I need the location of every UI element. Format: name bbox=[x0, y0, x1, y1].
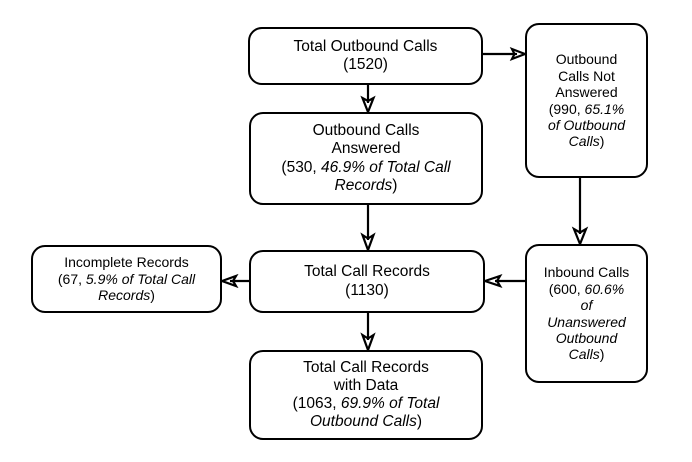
node-total-call-records-with-data-line2: with Data bbox=[333, 376, 399, 394]
edge-outbound-to-answered bbox=[360, 85, 376, 116]
node-total-call-records-with-data-line4-plain: ) bbox=[416, 413, 422, 431]
node-incomplete-records-line2-plain: (67, bbox=[57, 270, 86, 287]
node-incomplete-records-line2-italic: 5.9% of Total Call bbox=[85, 270, 196, 287]
node-outbound-calls-answered-line3-italic: 46.9% of Total Call bbox=[321, 158, 451, 176]
node-inbound-calls-line6-plain: ) bbox=[599, 346, 605, 363]
node-inbound-calls-line6-italic: Calls bbox=[568, 346, 600, 363]
node-total-outbound-calls-line1: Total Outbound Calls bbox=[293, 37, 438, 55]
edge-not-answered-to-inbound bbox=[571, 178, 589, 247]
node-outbound-calls-not-answered-line5-italic: of Outbound bbox=[547, 116, 626, 133]
node-incomplete-records-text: Incomplete Records (67, 5.9% of Total Ca… bbox=[33, 254, 220, 303]
node-total-call-records[interactable]: Total Call Records (1130) bbox=[249, 250, 485, 313]
node-total-call-records-with-data[interactable]: Total Call Records with Data (1063, 69.9… bbox=[249, 350, 483, 440]
node-total-call-records-with-data-text: Total Call Records with Data (1063, 69.9… bbox=[251, 359, 481, 432]
node-outbound-calls-answered-line2: Answered bbox=[331, 140, 401, 158]
node-total-call-records-line2: (1130) bbox=[345, 281, 389, 299]
node-inbound-calls-line1: Inbound Calls bbox=[543, 264, 630, 281]
node-outbound-calls-not-answered-line6-italic: Calls bbox=[568, 133, 600, 150]
node-inbound-calls-line5-italic: Outbound bbox=[555, 329, 618, 346]
node-total-call-records-text: Total Call Records (1130) bbox=[251, 263, 483, 299]
node-outbound-calls-not-answered-line6-plain: ) bbox=[599, 133, 605, 150]
node-incomplete-records-line3-plain: ) bbox=[150, 287, 155, 304]
node-total-call-records-with-data-line4-italic: Outbound Calls bbox=[309, 413, 417, 431]
edge-total-records-to-incomplete bbox=[218, 273, 249, 289]
node-outbound-calls-answered-text: Outbound Calls Answered (530, 46.9% of T… bbox=[251, 122, 481, 195]
node-outbound-calls-not-answered[interactable]: Outbound Calls Not Answered (990, 65.1% … bbox=[525, 23, 648, 178]
node-outbound-calls-answered[interactable]: Outbound Calls Answered (530, 46.9% of T… bbox=[249, 112, 483, 205]
edge-answered-to-total-records bbox=[360, 205, 376, 254]
node-inbound-calls-line2-plain: (600, bbox=[548, 280, 585, 297]
edge-inbound-to-total-records bbox=[481, 274, 525, 288]
node-incomplete-records[interactable]: Incomplete Records (67, 5.9% of Total Ca… bbox=[31, 245, 222, 313]
node-total-call-records-line1: Total Call Records bbox=[304, 263, 430, 281]
node-inbound-calls-line4-italic: Unanswered bbox=[547, 313, 626, 330]
node-inbound-calls[interactable]: Inbound Calls (600, 60.6% of Unanswered … bbox=[525, 244, 648, 383]
node-outbound-calls-not-answered-text: Outbound Calls Not Answered (990, 65.1% … bbox=[527, 51, 646, 149]
edge-outbound-to-not-answered bbox=[483, 46, 529, 62]
node-total-call-records-with-data-line3-plain: (1063, bbox=[292, 395, 341, 412]
node-outbound-calls-not-answered-line4-plain: (990, bbox=[548, 100, 585, 117]
node-inbound-calls-line3-italic: of bbox=[580, 297, 593, 314]
node-total-call-records-with-data-line1: Total Call Records bbox=[303, 358, 429, 376]
node-total-outbound-calls-text: Total Outbound Calls (1520) bbox=[250, 38, 481, 74]
node-inbound-calls-line2-italic: 60.6% bbox=[584, 280, 625, 297]
node-outbound-calls-answered-line4-plain: ) bbox=[392, 176, 398, 194]
node-outbound-calls-not-answered-line3: Answered bbox=[555, 84, 618, 101]
node-outbound-calls-answered-line4-italic: Records bbox=[334, 176, 393, 194]
node-outbound-calls-not-answered-line1: Outbound bbox=[555, 51, 618, 68]
node-total-outbound-calls-line2: (1520) bbox=[343, 56, 388, 73]
node-total-outbound-calls[interactable]: Total Outbound Calls (1520) bbox=[248, 27, 483, 85]
node-outbound-calls-answered-line3-plain: (530, bbox=[281, 158, 322, 176]
node-total-call-records-with-data-line3-italic: 69.9% of Total bbox=[340, 395, 440, 412]
node-incomplete-records-line1: Incomplete Records bbox=[64, 254, 189, 271]
node-inbound-calls-text: Inbound Calls (600, 60.6% of Unanswered … bbox=[527, 264, 646, 362]
node-incomplete-records-line3-italic: Records bbox=[98, 287, 151, 304]
node-outbound-calls-answered-line1: Outbound Calls bbox=[312, 122, 420, 140]
node-outbound-calls-not-answered-line2: Calls Not bbox=[558, 67, 615, 84]
node-outbound-calls-not-answered-line4-italic: 65.1% bbox=[584, 100, 625, 117]
edge-total-records-to-with-data bbox=[360, 313, 376, 354]
